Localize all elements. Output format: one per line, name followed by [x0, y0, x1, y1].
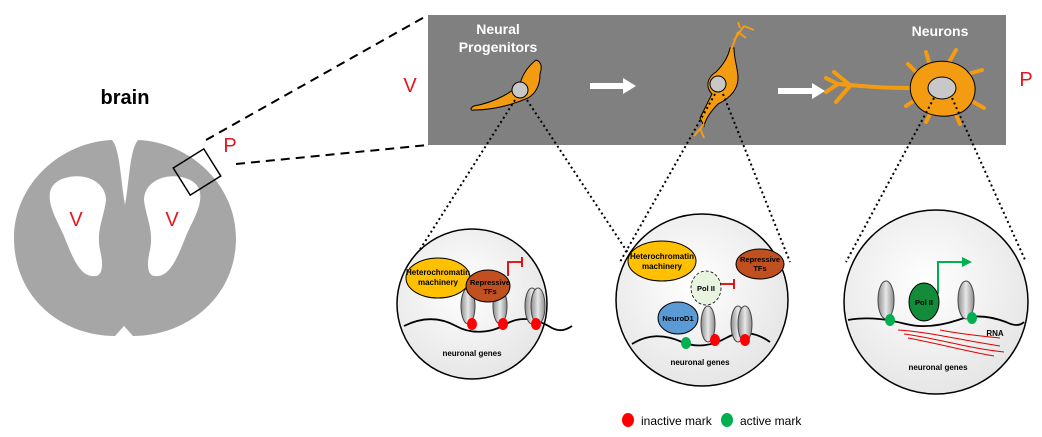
development-panel: V P Neural Progenitors Neurons [403, 15, 1033, 145]
legend: inactive mark active mark [622, 413, 802, 428]
progenitors-title-line1: Neural [476, 21, 520, 37]
inactive-marks-1 [467, 318, 541, 330]
heterochromatin-complex-2 [627, 240, 697, 282]
neurons-title: Neurons [912, 23, 969, 39]
pol-ii-label-3: Pol II [915, 298, 933, 307]
repression-symbol-1 [507, 257, 523, 276]
migrating-neuron-cell [693, 21, 755, 139]
repressive-tfs-2 [735, 248, 785, 280]
progenitors-title-line2: Progenitors [459, 39, 538, 55]
neurod1-tf [657, 301, 699, 335]
activation-arrow [937, 261, 962, 294]
legend-active-label: active mark [740, 414, 802, 428]
nucleosomes-3 [877, 280, 975, 320]
migrating-nucleus-zoom: Heterochromatin machinery Repressive TFs… [615, 213, 789, 387]
pol-ii-label-2: Pol II [697, 284, 715, 293]
progenitor-nucleus-zoom: Heterochromatin machinery Repressive TFs… [396, 228, 573, 380]
heterochromatin-label-1a: Heterochromatin [406, 268, 470, 277]
brain-coronal-section [14, 140, 236, 336]
active-mark-2 [681, 337, 691, 349]
nucleus-zoom-lines [411, 93, 1027, 263]
repressive-label-1b: TFs [483, 287, 496, 296]
repressive-tfs-1 [465, 269, 511, 303]
genes-label-1: neuronal genes [442, 349, 502, 358]
brain-section: brain V V P [14, 87, 237, 336]
pol-ii-3 [908, 282, 940, 322]
panel-pial-label: P [1019, 69, 1032, 91]
repressive-label-1a: Repressive [470, 278, 510, 287]
nucleosomes-2 [700, 305, 753, 343]
legend-active-swatch [721, 413, 733, 427]
progenitor-nucleus [511, 81, 529, 99]
active-mark-3b [967, 312, 977, 324]
right-ventricle [144, 176, 201, 277]
ventricle-label-left: V [69, 209, 83, 231]
zoom-lines [205, 14, 429, 165]
neuron-nucleus [927, 76, 957, 100]
repressive-label-2b: TFs [753, 264, 766, 273]
heterochromatin-label-1b: machinery [418, 278, 459, 287]
repressive-label-2a: Repressive [740, 255, 780, 264]
neuron-nucleus-zoom: Pol II RNA neuronal genes [843, 209, 1029, 395]
rna-transcripts [897, 329, 1005, 357]
rna-label: RNA [986, 329, 1004, 338]
genes-label-3: neuronal genes [908, 363, 968, 372]
cortex-inset-box [172, 147, 222, 197]
inactive-marks-2 [710, 334, 750, 346]
pol-ii-2 [690, 270, 722, 306]
activation-arrowhead [962, 257, 972, 267]
neurod1-label: NeuroD1 [662, 314, 693, 323]
mature-neuron-cell [824, 48, 986, 126]
heterochromatin-label-2b: machinery [642, 262, 683, 271]
panel-ventricular-label: V [403, 75, 417, 97]
heterochromatin-label-2a: Heterochromatin [630, 252, 694, 261]
legend-inactive-label: inactive mark [641, 414, 713, 428]
active-mark-3a [885, 314, 895, 326]
migrating-neuron-nucleus [709, 75, 727, 93]
neural-progenitor-cell [470, 59, 542, 111]
arrow-to-migrating [590, 78, 636, 94]
arrow-to-neuron [778, 83, 825, 99]
brain-pial-label: P [223, 135, 236, 157]
legend-inactive-swatch [622, 413, 634, 427]
ventricle-label-right: V [165, 209, 179, 231]
brain-label: brain [101, 87, 150, 109]
left-ventricle [49, 176, 106, 277]
genes-label-2: neuronal genes [670, 358, 730, 367]
